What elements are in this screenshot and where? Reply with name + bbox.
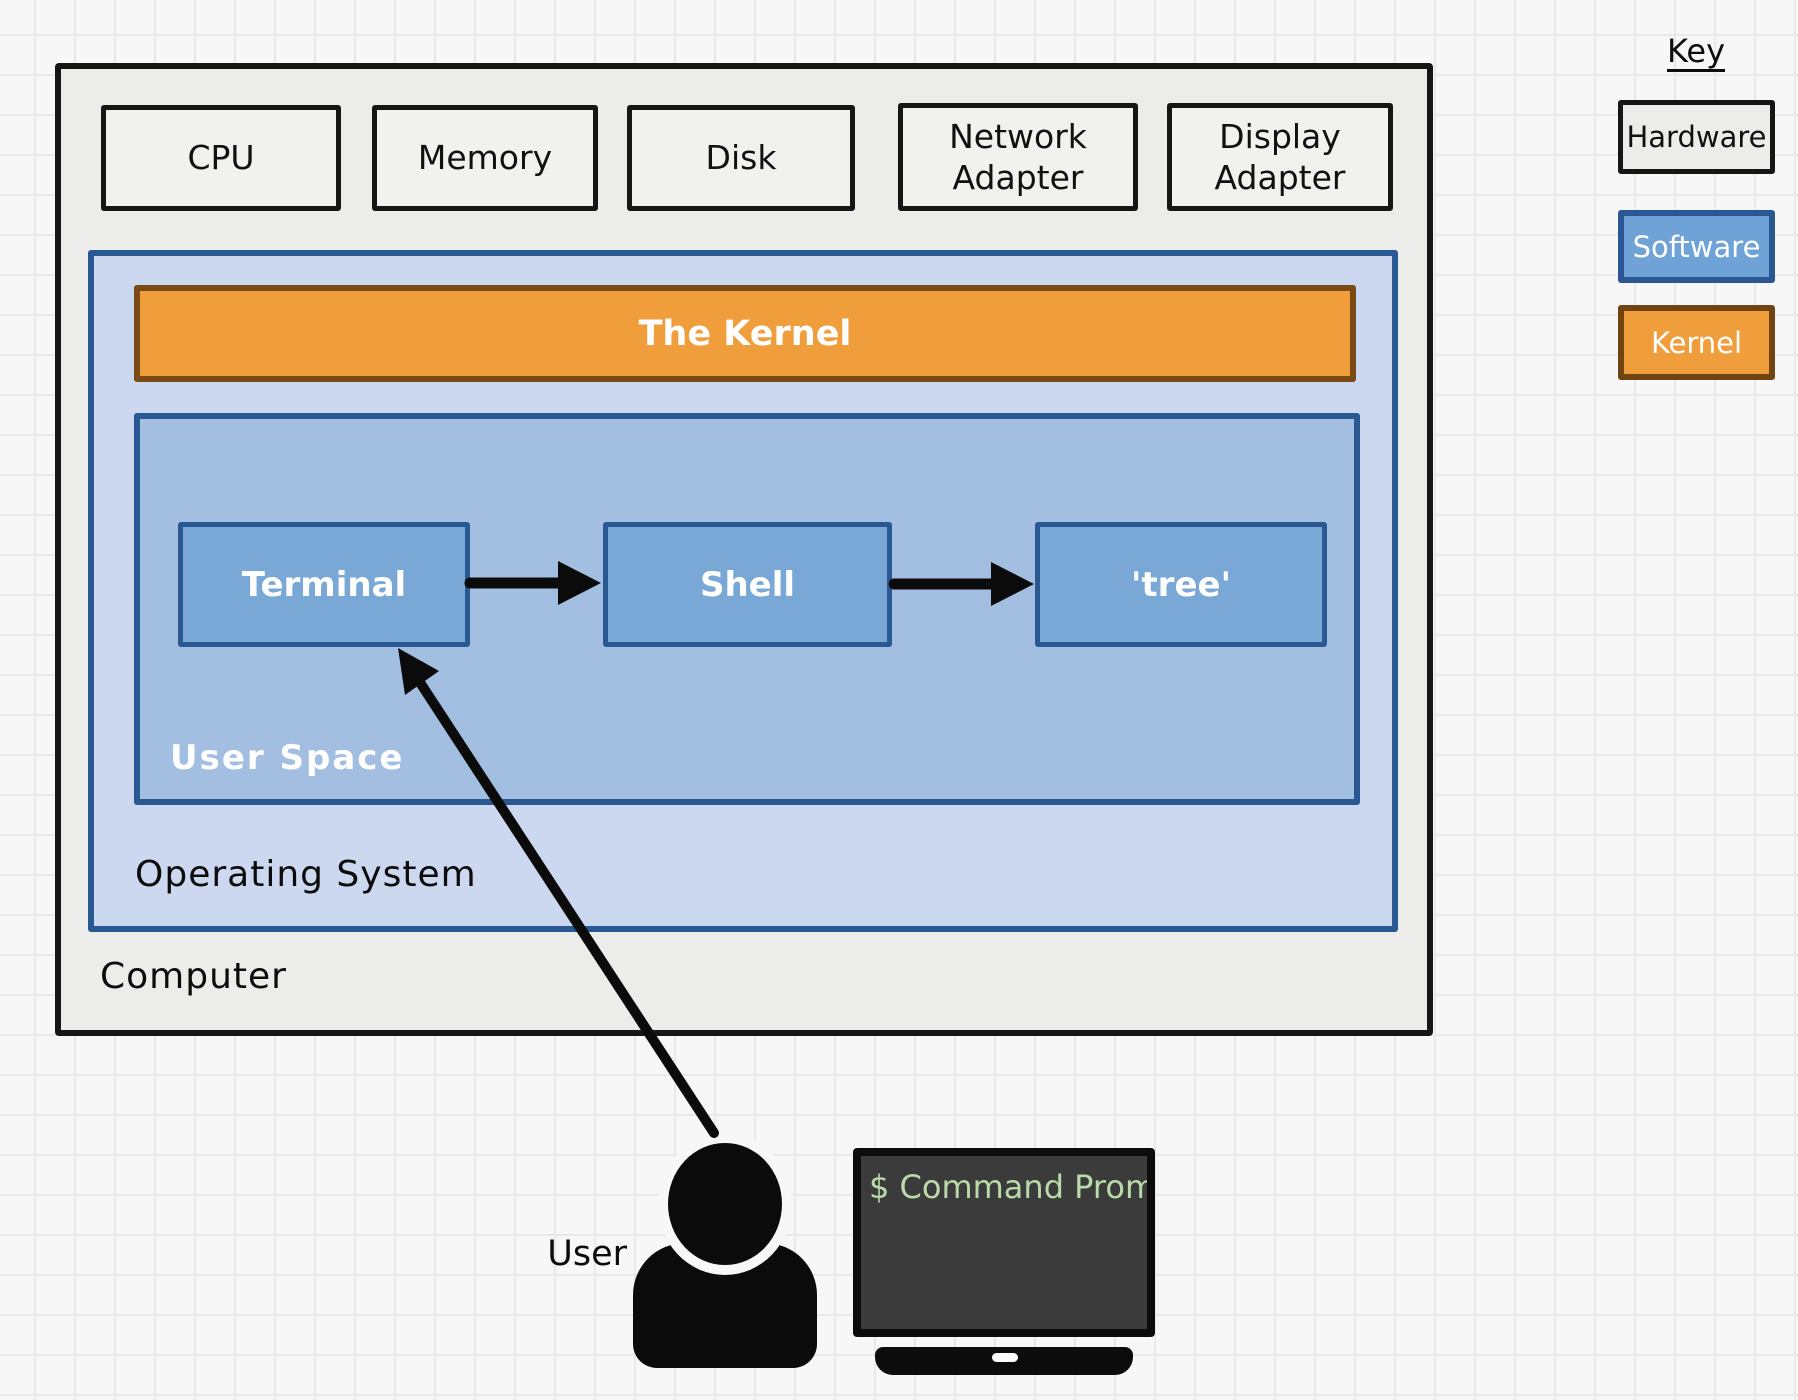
computer-label: Computer xyxy=(100,956,287,997)
hardware-label-network-adapter: Network Adapter xyxy=(949,116,1087,197)
monitor-screen: $ Command Prompt xyxy=(853,1148,1155,1337)
hardware-box-network-adapter: Network Adapter xyxy=(898,103,1138,211)
app-box-tree: 'tree' xyxy=(1035,522,1327,647)
user-space-label: User Space xyxy=(170,738,405,778)
app-label-tree: 'tree' xyxy=(1131,564,1231,605)
kernel-bar: The Kernel xyxy=(134,285,1356,382)
key-label-software: Software xyxy=(1632,229,1761,264)
operating-system-label: Operating System xyxy=(135,854,477,895)
hardware-box-display-adapter: Display Adapter xyxy=(1167,103,1393,211)
hardware-box-disk: Disk xyxy=(627,105,855,211)
kernel-label: The Kernel xyxy=(638,313,852,354)
key-label-kernel: Kernel xyxy=(1650,325,1743,360)
app-box-terminal: Terminal xyxy=(178,522,470,647)
key-label-hardware: Hardware xyxy=(1626,120,1767,154)
hardware-label-display-adapter: Display Adapter xyxy=(1214,116,1346,197)
app-box-shell: Shell xyxy=(603,522,892,647)
key-item-kernel: Kernel xyxy=(1618,305,1775,380)
key-item-hardware: Hardware xyxy=(1618,100,1775,174)
hardware-label-disk: Disk xyxy=(705,138,777,178)
user-label: User xyxy=(547,1234,627,1274)
hardware-box-cpu: CPU xyxy=(101,105,341,211)
key-title: Key xyxy=(1666,32,1725,70)
hardware-label-cpu: CPU xyxy=(187,138,255,178)
user-person-head-icon xyxy=(668,1143,782,1265)
app-label-terminal: Terminal xyxy=(241,564,407,605)
monitor-stand-button xyxy=(992,1353,1018,1362)
key-item-software: Software xyxy=(1618,210,1775,283)
app-label-shell: Shell xyxy=(699,564,796,605)
hardware-label-memory: Memory xyxy=(417,138,553,178)
command-prompt-text: $ Command Prompt xyxy=(869,1168,1155,1206)
hardware-box-memory: Memory xyxy=(372,105,598,211)
